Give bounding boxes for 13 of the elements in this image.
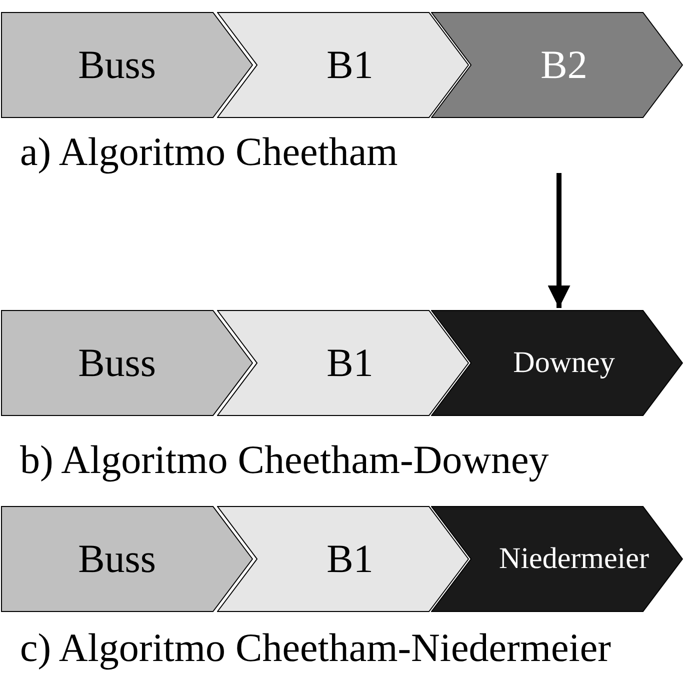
chevron-label: B2 bbox=[540, 45, 588, 85]
chevron-label: B1 bbox=[326, 45, 374, 85]
arrow bbox=[548, 173, 570, 308]
caption: c) Algoritmo Cheetham-Niedermeier bbox=[20, 628, 611, 668]
chevron-label: Buss bbox=[78, 45, 156, 85]
chevron-label: Buss bbox=[78, 343, 156, 383]
chevron-label: Niedermeier bbox=[499, 544, 649, 574]
caption: a) Algoritmo Cheetham bbox=[20, 132, 398, 172]
chevron-label: B1 bbox=[326, 343, 374, 383]
chevron-label: B1 bbox=[326, 539, 374, 579]
caption: b) Algoritmo Cheetham-Downey bbox=[20, 440, 549, 480]
chevron-label: Downey bbox=[513, 348, 615, 378]
chevron-label: Buss bbox=[78, 539, 156, 579]
